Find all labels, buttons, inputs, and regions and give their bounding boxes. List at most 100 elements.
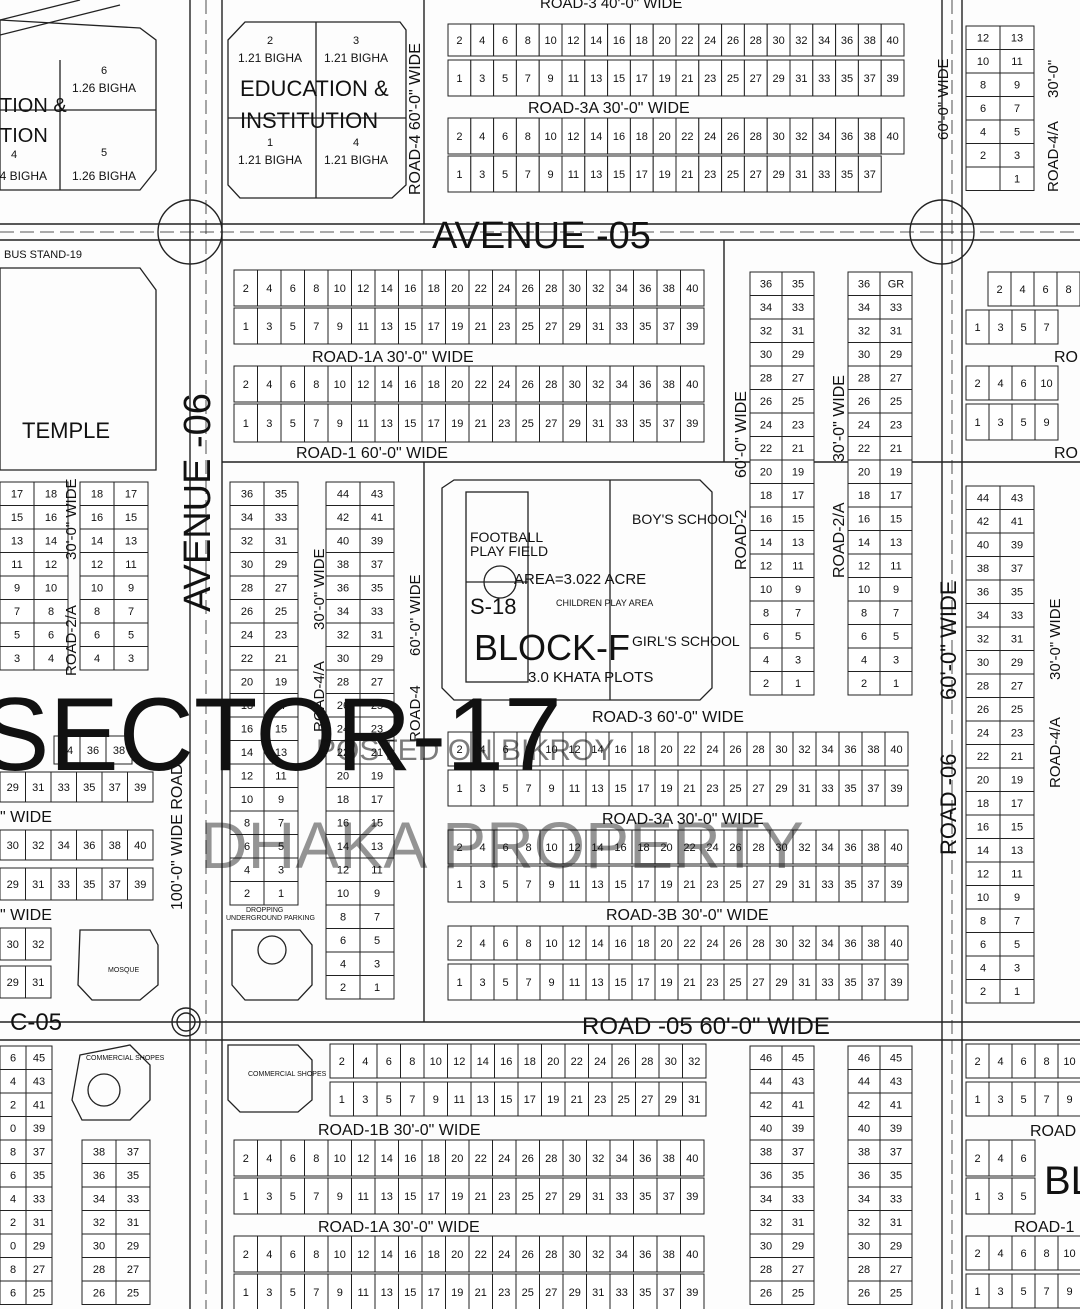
plot-number: 11 xyxy=(358,418,369,430)
plot-number: 17 xyxy=(428,321,440,333)
plot-number: 38 xyxy=(867,938,879,950)
plot-number: 9 xyxy=(795,584,801,596)
plot-number: 1 xyxy=(974,1286,980,1298)
plot-number: 30 xyxy=(337,653,349,665)
plot-number: 3 xyxy=(795,655,801,667)
plot-number: 10 xyxy=(544,35,556,47)
plot-number: 9 xyxy=(1066,1094,1072,1106)
plot-number: 33 xyxy=(616,418,628,430)
plot-number: 29 xyxy=(33,1241,45,1253)
plot-number: 4 xyxy=(479,938,485,950)
plot-number: 10 xyxy=(1063,1248,1075,1260)
plot-number: 7 xyxy=(1043,322,1049,334)
plot-number: 8 xyxy=(525,938,531,950)
plot-number: 34 xyxy=(760,302,772,314)
block-plots-label: 3.0 KHATA PLOTS xyxy=(528,669,653,686)
plot-number: 9 xyxy=(337,418,343,430)
plot-cell xyxy=(1057,1043,1080,1079)
plot-number: 30 xyxy=(7,840,19,852)
plot-number: 15 xyxy=(11,512,23,524)
plot-number: 31 xyxy=(795,169,807,181)
plot-number: 30 xyxy=(665,1056,677,1068)
plot-number: 22 xyxy=(858,443,870,455)
plot-number: 33 xyxy=(821,977,833,989)
plot-number: 16 xyxy=(91,512,103,524)
plot-number: 26 xyxy=(858,396,870,408)
plot-number: 18 xyxy=(91,489,103,501)
plot-number: 31 xyxy=(592,1287,604,1299)
plot-number: 6 xyxy=(1020,1153,1026,1165)
plot-number: 28 xyxy=(752,842,764,854)
plot-number: 11 xyxy=(792,561,803,573)
right-road-label: ROAD-1 xyxy=(1014,1219,1075,1236)
plot-number: 22 xyxy=(683,842,695,854)
plot-number: 30 xyxy=(858,1241,870,1253)
plot-number: 39 xyxy=(134,879,146,891)
plot-number: 31 xyxy=(592,321,604,333)
plot-cell xyxy=(1057,1235,1080,1271)
plot-number: 26 xyxy=(760,396,772,408)
plot-number: 16 xyxy=(977,822,989,834)
plot-number: 27 xyxy=(792,1264,804,1276)
plot-number: 31 xyxy=(890,1217,902,1229)
plot-number: 35 xyxy=(1011,587,1023,599)
plot-number: 39 xyxy=(890,977,902,989)
plot-number: 12 xyxy=(977,33,989,45)
plot-number: 36 xyxy=(841,35,853,47)
plot-number: 37 xyxy=(1011,563,1023,575)
plot-number: 3 xyxy=(266,418,272,430)
plot-number: 6 xyxy=(763,631,769,643)
plot-number: 4 xyxy=(266,379,272,391)
plot-number: 39 xyxy=(686,1287,698,1299)
left-plot-number: 5 xyxy=(101,147,107,159)
plot-number: 18 xyxy=(428,1249,440,1261)
plot-number: 14 xyxy=(590,131,602,143)
plot-number: 6 xyxy=(1042,284,1048,296)
plot-number: 15 xyxy=(613,169,625,181)
plot-number: 5 xyxy=(502,783,508,795)
plot-number: 27 xyxy=(750,169,762,181)
plot-number: 9 xyxy=(548,169,554,181)
plot-number: 14 xyxy=(337,841,349,853)
plot-number: 32 xyxy=(241,536,253,548)
plot-number: 28 xyxy=(545,1153,557,1165)
plot-number: 29 xyxy=(7,977,19,989)
road-3-label: ROAD-3 60'-0" WIDE xyxy=(592,709,744,726)
plot-number: 25 xyxy=(618,1094,630,1106)
plot-number: 2 xyxy=(340,982,346,994)
plot-number: 4 xyxy=(763,655,769,667)
plot-number: 27 xyxy=(752,783,764,795)
plot-number: 38 xyxy=(113,745,125,757)
plot-number: 18 xyxy=(636,131,648,143)
plot-number: 40 xyxy=(760,1123,772,1135)
plot-number: 35 xyxy=(639,1287,651,1299)
plot-number: 21 xyxy=(890,443,902,455)
plot-number: 21 xyxy=(475,418,487,430)
plot-number: 19 xyxy=(451,1287,463,1299)
plot-number: 25 xyxy=(792,396,804,408)
plot-number: 33 xyxy=(616,321,628,333)
plot-number: 15 xyxy=(614,977,626,989)
education-plot-number: 4 xyxy=(353,137,359,149)
plot-number: 33 xyxy=(821,783,833,795)
plot-number: 21 xyxy=(475,1191,487,1203)
plot-number: 5 xyxy=(1020,417,1026,429)
plot-number: 8 xyxy=(1065,284,1071,296)
plot-number: 8 xyxy=(525,35,531,47)
plot-number: 9 xyxy=(14,583,20,595)
plot-number: 34 xyxy=(616,283,628,295)
plot-number: 12 xyxy=(977,869,989,881)
plot-cell xyxy=(1011,1177,1036,1215)
plot-number: 33 xyxy=(58,782,70,794)
plot-number: 29 xyxy=(772,73,784,85)
plot-number: 25 xyxy=(371,700,383,712)
plot-number: 32 xyxy=(337,630,349,642)
plot-number: 42 xyxy=(977,516,989,528)
plot-number: 11 xyxy=(358,321,369,333)
